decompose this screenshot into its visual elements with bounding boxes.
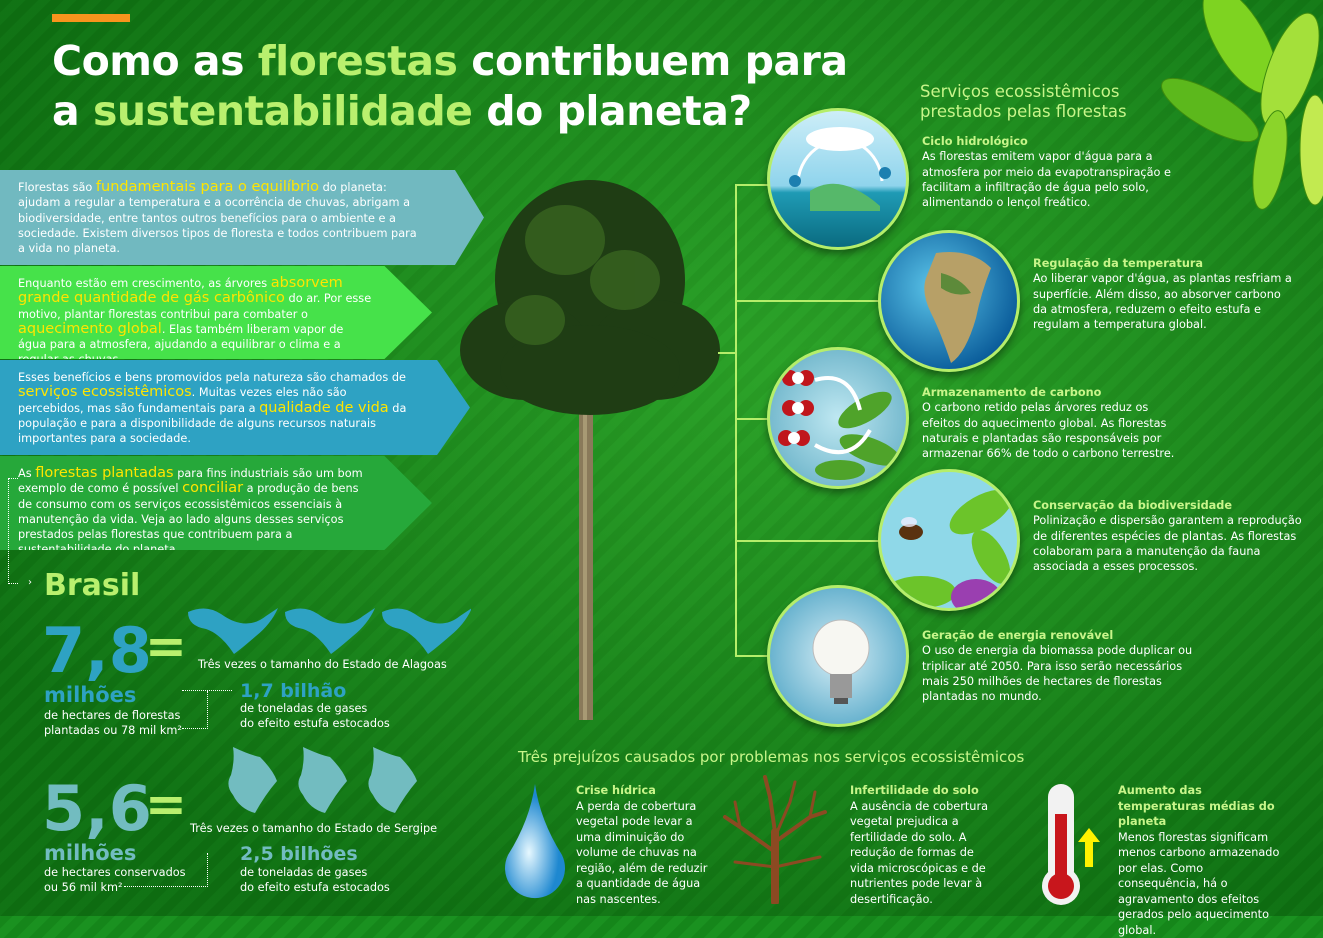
damage-title: Infertilidade do solo: [850, 783, 1000, 799]
damage-title: Aumento das temperaturas médias do plane…: [1118, 783, 1283, 830]
panel-text: As florestas plantadas para fins industr…: [18, 466, 372, 558]
desc-line: de toneladas de gases: [240, 701, 390, 716]
body-text: As: [18, 467, 35, 480]
connector-line: [718, 352, 736, 354]
info-panel-equilibrium: Florestas são fundamentais para o equilí…: [0, 170, 484, 265]
thermometer-icon: [1040, 782, 1105, 907]
connector-line: [735, 184, 769, 186]
service-text: Polinização e dispersão garantem a repro…: [1033, 513, 1303, 574]
body-text: Enquanto estão em crescimento, as árvore…: [18, 277, 271, 290]
alagoas-map-icon: [186, 604, 471, 656]
arrow-right-icon: ›: [28, 577, 32, 588]
info-panel-planted-forests: As florestas plantadas para fins industr…: [0, 456, 432, 550]
title-highlight: florestas: [258, 37, 458, 85]
damage-text: A ausência de cobertura vegetal prejudic…: [850, 799, 1000, 908]
desc-line: do efeito estufa estocados: [240, 716, 390, 731]
sergipe-compare: Três vezes o tamanho do Estado de Sergip…: [190, 821, 437, 836]
page-title: Como as florestas contribuem para a sust…: [52, 36, 848, 136]
body-text: Florestas são: [18, 181, 96, 194]
title-text: Como as: [52, 37, 258, 85]
highlight-text: serviços ecossistêmicos: [18, 384, 192, 400]
title-highlight: sustentabilidade: [93, 87, 473, 135]
service-text: Ao liberar vapor d'água, as plantas resf…: [1033, 271, 1298, 332]
damage-text: A perda de cobertura vegetal pode levar …: [576, 799, 716, 908]
connector-line: [735, 300, 880, 302]
highlight-text: aquecimento global: [18, 321, 162, 337]
co2-leaves-icon: [767, 347, 909, 489]
damage-title: Crise hídrica: [576, 783, 716, 799]
tree-icon: [455, 170, 725, 722]
water-drop-icon: [500, 780, 570, 900]
connector-line: [735, 655, 769, 657]
alagoas-compare: Três vezes o tamanho do Estado de Alagoa…: [198, 657, 447, 672]
accent-bar: [52, 14, 130, 22]
gas-stored-value: 1,7 bilhão: [240, 680, 346, 702]
panel-text: Esses benefícios e bens promovidos pela …: [18, 370, 410, 446]
highlight-text: conciliar: [182, 480, 243, 496]
service-title: Geração de energia renovável: [922, 628, 1197, 643]
equals-sign: =: [145, 617, 187, 675]
panel-text: Enquanto estão em crescimento, as árvore…: [18, 276, 372, 368]
desc-line: do efeito estufa estocados: [240, 880, 390, 895]
service-text: O carbono retido pelas árvores reduz os …: [922, 400, 1182, 461]
dotted-connector: [124, 853, 208, 887]
damage-temperature-rise: Aumento das temperaturas médias do plane…: [1118, 783, 1283, 938]
sergipe-map-icon: [225, 745, 425, 817]
service-title: Regulação da temperatura: [1033, 256, 1298, 271]
damage-text: Menos florestas significam menos carbono…: [1118, 830, 1283, 938]
dotted-connector: [8, 478, 18, 584]
unit-label: milhões: [44, 841, 136, 865]
service-title: Ciclo hidrológico: [922, 134, 1202, 149]
info-panel-carbon: Enquanto estão em crescimento, as árvore…: [0, 266, 432, 359]
connector-line: [735, 184, 737, 656]
highlight-text: florestas plantadas: [35, 465, 173, 481]
body-text: Esses benefícios e bens promovidos pela …: [18, 371, 406, 384]
title-text: do planeta?: [473, 87, 752, 135]
highlight-text: qualidade de vida: [259, 400, 389, 416]
globe-icon: [878, 230, 1020, 372]
conserved-hectares-number: 5,6: [42, 778, 152, 840]
unit-label: milhões: [44, 683, 136, 707]
damages-heading: Três prejuízos causados por problemas no…: [518, 748, 1024, 766]
title-text: contribuem para: [457, 37, 847, 85]
light-bulb-icon: [767, 585, 909, 727]
dead-tree-icon: [715, 772, 835, 904]
equals-sign: =: [145, 775, 187, 833]
desc-line: de toneladas de gases: [240, 865, 390, 880]
water-cycle-icon: [767, 108, 909, 250]
title-text: a: [52, 87, 93, 135]
desc-line: plantadas ou 78 mil km²: [44, 723, 182, 738]
service-text: O uso de energia da biomassa pode duplic…: [922, 643, 1197, 704]
info-panel-services: Esses benefícios e bens promovidos pela …: [0, 360, 470, 455]
dotted-connector: [182, 691, 208, 729]
connector-line: [735, 418, 769, 420]
service-text: As florestas emitem vapor d'água para a …: [922, 149, 1202, 210]
planted-hectares-number: 7,8: [42, 620, 152, 682]
gas-stored-value: 2,5 bilhões: [240, 843, 358, 865]
service-title: Conservação da biodiversidade: [1033, 498, 1303, 513]
highlight-text: fundamentais para o equilíbrio: [96, 179, 319, 195]
panel-text: Florestas são fundamentais para o equilí…: [18, 180, 424, 256]
services-heading-line: Serviços ecossistêmicos: [920, 82, 1120, 101]
desc-line: de hectares de florestas: [44, 708, 182, 723]
bee-leaves-icon: [878, 469, 1020, 611]
services-heading-line: prestados pelas florestas: [920, 102, 1127, 121]
brasil-heading: Brasil: [44, 568, 140, 603]
connector-line: [735, 540, 880, 542]
service-title: Armazenamento de carbono: [922, 385, 1182, 400]
